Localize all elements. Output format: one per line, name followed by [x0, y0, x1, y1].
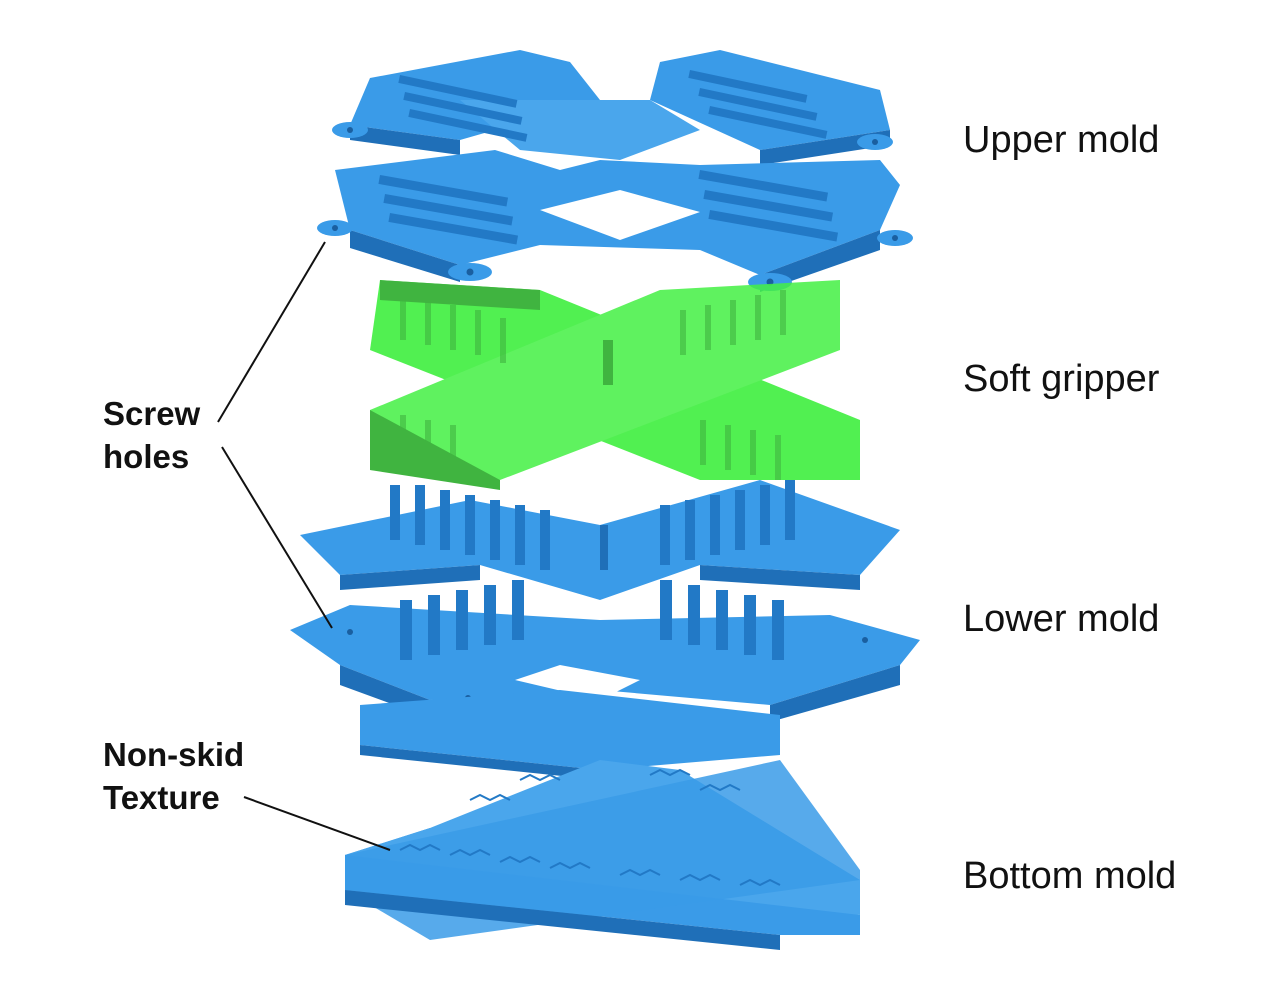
non-skid-texture	[399, 768, 781, 887]
soft-gripper	[370, 280, 860, 490]
label-bottom-mold: Bottom mold	[963, 855, 1177, 897]
upper-mold-back-plate	[332, 50, 893, 165]
upper-mold	[317, 50, 913, 292]
callout-screw-holes-line2: holes	[103, 438, 190, 475]
callout-screw-holes: Screw holes	[103, 392, 200, 478]
callout-non-skid-texture: Non-skid Texture	[103, 733, 244, 819]
lower-mold	[290, 480, 920, 722]
lower-mold-front-plate	[290, 580, 920, 722]
label-soft-gripper: Soft gripper	[963, 358, 1160, 400]
lower-mold-back-plate	[300, 480, 900, 600]
non-skid-leader	[243, 796, 391, 851]
bottom-mold	[345, 690, 860, 950]
upper-mold-front-plate	[317, 150, 913, 292]
callout-non-skid-line2: Texture	[103, 779, 220, 816]
label-upper-mold: Upper mold	[963, 119, 1160, 161]
label-lower-mold: Lower mold	[963, 598, 1160, 640]
leader-lines	[217, 241, 391, 851]
screw-holes-leader-upper	[217, 241, 326, 423]
screw-holes-leader-lower	[221, 446, 333, 629]
callout-non-skid-line1: Non-skid	[103, 736, 245, 773]
callout-screw-holes-line1: Screw	[103, 395, 201, 432]
